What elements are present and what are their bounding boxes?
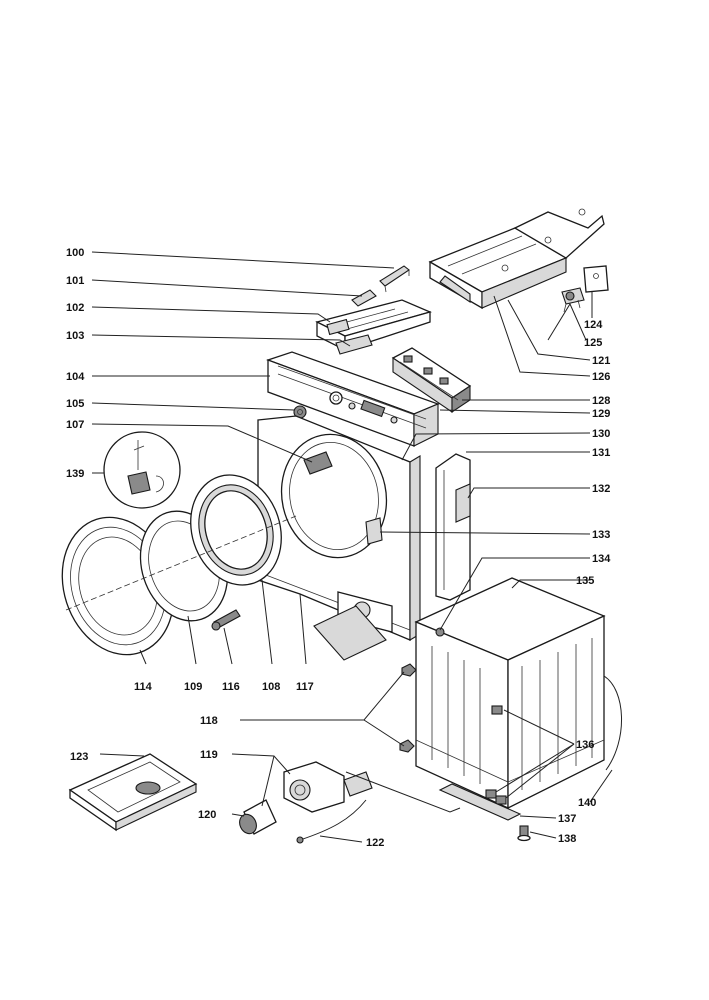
label-120: 120: [198, 809, 216, 821]
label-100: 100: [66, 247, 84, 259]
part-136-clips: [485, 705, 507, 805]
part-107-door-catch: [303, 451, 333, 475]
part-121-top-frame: [428, 208, 605, 310]
part-122-hose: [296, 799, 367, 844]
part-118-nuts: [399, 663, 417, 753]
label-134: 134: [592, 553, 611, 565]
label-131: 131: [592, 447, 610, 459]
label-105: 105: [66, 398, 84, 410]
label-108: 108: [262, 681, 280, 693]
label-118: 118: [200, 715, 218, 727]
label-123: 123: [70, 751, 88, 763]
label-104: 104: [66, 371, 85, 383]
part-102-detergent-drawer: [315, 299, 432, 352]
part-116-hinge-pin: [211, 609, 241, 631]
part-131-side-rail: [435, 453, 471, 601]
label-132: 132: [592, 483, 610, 495]
label-130: 130: [592, 428, 610, 440]
callout-labels: 100 101 102 103 104 105 107 139 114 109 …: [66, 247, 611, 849]
part-128-electronic-module: [391, 347, 472, 414]
part-117-service-flap: [313, 591, 393, 661]
part-120-filter: [239, 799, 277, 835]
label-139: 139: [66, 468, 84, 480]
label-107: 107: [66, 419, 84, 431]
part-123-base-tray: [68, 753, 198, 832]
part-108-door-gasket: [190, 474, 282, 586]
label-129: 129: [592, 408, 610, 420]
label-117: 117: [296, 681, 314, 693]
label-109: 109: [184, 681, 202, 693]
label-137: 137: [558, 813, 576, 825]
part-103-drawer-strip: [335, 334, 373, 355]
label-140: 140: [578, 797, 596, 809]
label-114: 114: [134, 681, 153, 693]
door-assembly-axis: [65, 515, 297, 611]
label-116: 116: [222, 681, 240, 693]
part-135-cabinet: [414, 577, 606, 810]
part-137-base-rail: [438, 783, 522, 821]
part-138-foot: [517, 825, 531, 842]
label-119: 119: [200, 749, 218, 761]
part-101-latch: [351, 289, 377, 307]
label-122: 122: [366, 837, 384, 849]
part-140-rear-hose: [603, 675, 622, 771]
part-105-knob: [293, 405, 307, 419]
label-101: 101: [66, 275, 84, 287]
leader-lines: [91, 251, 613, 843]
part-100-clip: [379, 265, 410, 293]
part-134-fastener: [435, 627, 445, 637]
label-136: 136: [576, 739, 594, 751]
label-135: 135: [576, 575, 594, 587]
part-119-drain-pump: [283, 761, 373, 813]
label-103: 103: [66, 330, 84, 342]
label-121: 121: [592, 355, 610, 367]
label-125: 125: [584, 337, 602, 349]
label-138: 138: [558, 833, 576, 845]
label-133: 133: [592, 529, 610, 541]
part-139-door-lock-inset: [103, 431, 181, 509]
part-124-bracket: [583, 265, 609, 293]
part-133-hinge: [365, 517, 383, 545]
label-102: 102: [66, 302, 84, 314]
label-126: 126: [592, 371, 610, 383]
label-124: 124: [584, 319, 603, 331]
label-128: 128: [592, 395, 610, 407]
part-125-valve: [561, 287, 585, 313]
